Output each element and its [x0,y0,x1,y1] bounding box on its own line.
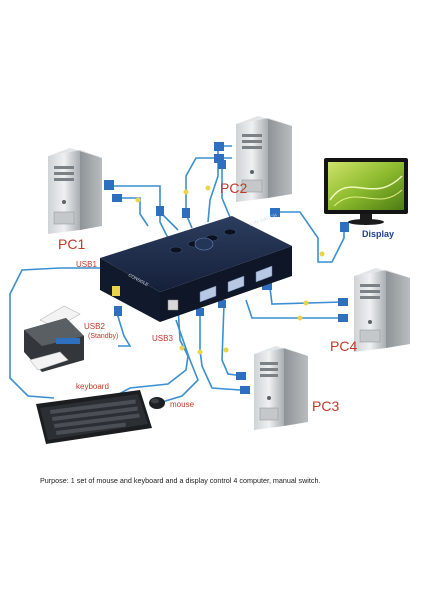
cable-pc1-usb [118,197,149,227]
pc1-tower [48,148,102,234]
usb3-label: USB3 [152,334,173,343]
pc1-label: PC1 [58,236,86,252]
usb2-standby-label: (Standby) [88,333,119,340]
pc3-tower [254,346,308,430]
cable-usb2 [115,309,132,347]
usb1-label: USB1 [76,260,97,269]
pc3-label: PC3 [312,398,340,414]
mouse-label: mouse [170,400,195,409]
cable-pc2-usb-2 [221,166,233,223]
cable-pc3-b [221,303,245,377]
pc4-tower [354,268,410,352]
printer [24,305,84,372]
cable-display [272,211,345,263]
cable-pc4-b [269,287,343,305]
pc4-label: PC4 [330,338,358,354]
pc2-label: PC2 [220,180,248,196]
cable-pc3-a [199,312,241,391]
kvm-switch: KVM SWITCH CONSOLE [100,212,292,322]
pc2-tower [236,116,292,202]
connectors [104,142,349,394]
display-monitor [324,158,408,225]
cable-usb3 [107,305,189,401]
cable-usb1 [9,267,114,399]
cable-pc2-usb [185,157,232,229]
mouse [149,397,165,409]
keyboard [36,390,152,444]
kvm-brand-text: KVM SWITCH [249,212,278,227]
display-label: Display [362,229,395,239]
purpose-caption: Purpose: 1 set of mouse and keyboard and… [40,476,321,485]
cable-pc4-a [245,299,340,319]
cable-mouse [161,319,199,403]
usb2-label: USB2 [84,322,105,331]
keyboard-label: keyboard [76,382,109,391]
cable-pc1-vga [108,185,179,231]
